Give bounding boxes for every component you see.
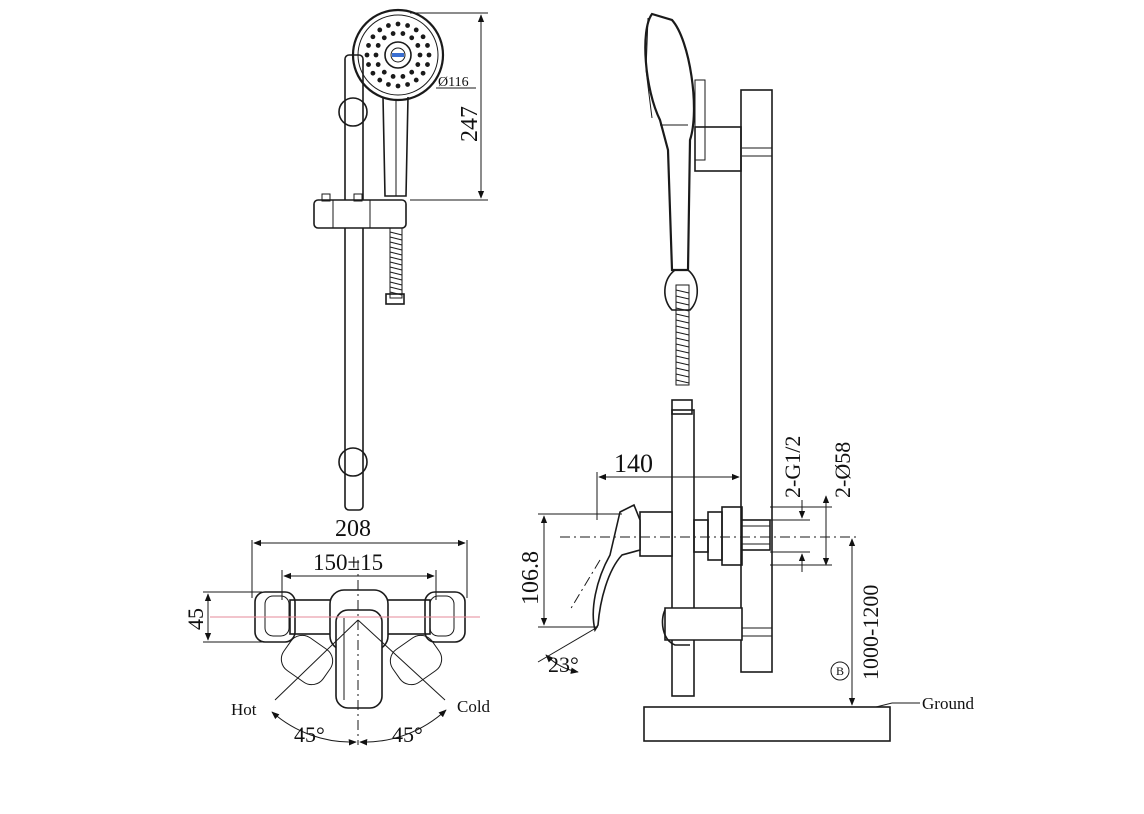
shower-head-front [351,8,445,197]
hot-label: Hot [231,700,257,719]
dimension-body-height: 45 [183,591,262,643]
dimension-head-length: 247 [410,12,488,201]
ground-callout: Ground [875,694,974,713]
spacing-text: 150±15 [313,550,383,575]
flange-text: 2-Ø58 [830,442,855,498]
shower-head-side [644,12,699,415]
ground-label: Ground [922,694,974,713]
ground-slab [643,706,891,742]
thread-text: 2-G1/2 [780,436,805,498]
marker-label: B [836,664,844,678]
handle-height-text: 106.8 [518,551,544,605]
head-length-text: 247 [457,106,483,142]
dimension-inlet-spacing: 150±15 [281,550,437,600]
mixer-body-front [210,560,480,745]
dimension-install-height: 1000-1200 B [830,538,883,706]
dimension-width: 208 [251,516,468,598]
dimension-projection: 140 [596,449,740,520]
dimension-handle-angle: 23° [537,627,597,677]
body-height-text: 45 [183,608,208,630]
head-diameter-text: Ø116 [438,75,469,90]
dimension-flange: 2-Ø58 [770,442,855,566]
width-text: 208 [335,516,371,542]
handle-angle-text: 23° [548,652,579,677]
front-view: 247 Ø116 [183,8,491,747]
projection-text: 140 [614,449,653,478]
install-height-text: 1000-1200 [858,585,883,680]
rotation-angles: 45° 45° Hot Cold [231,697,491,747]
side-view: 140 106.8 23° 2-G1/2 2-Ø58 [518,12,974,742]
dimension-head-diameter: Ø116 [436,75,476,90]
wall [740,89,773,673]
nozzle-pattern [364,21,432,89]
mixer-body-side [569,503,771,633]
cold-angle-text: 45° [392,722,423,747]
hot-angle-text: 45° [294,722,325,747]
slide-bar-front [313,54,407,511]
cold-label: Cold [457,697,491,716]
dimension-handle-height: 106.8 [518,513,622,628]
dimension-thread: 2-G1/2 [770,436,810,572]
